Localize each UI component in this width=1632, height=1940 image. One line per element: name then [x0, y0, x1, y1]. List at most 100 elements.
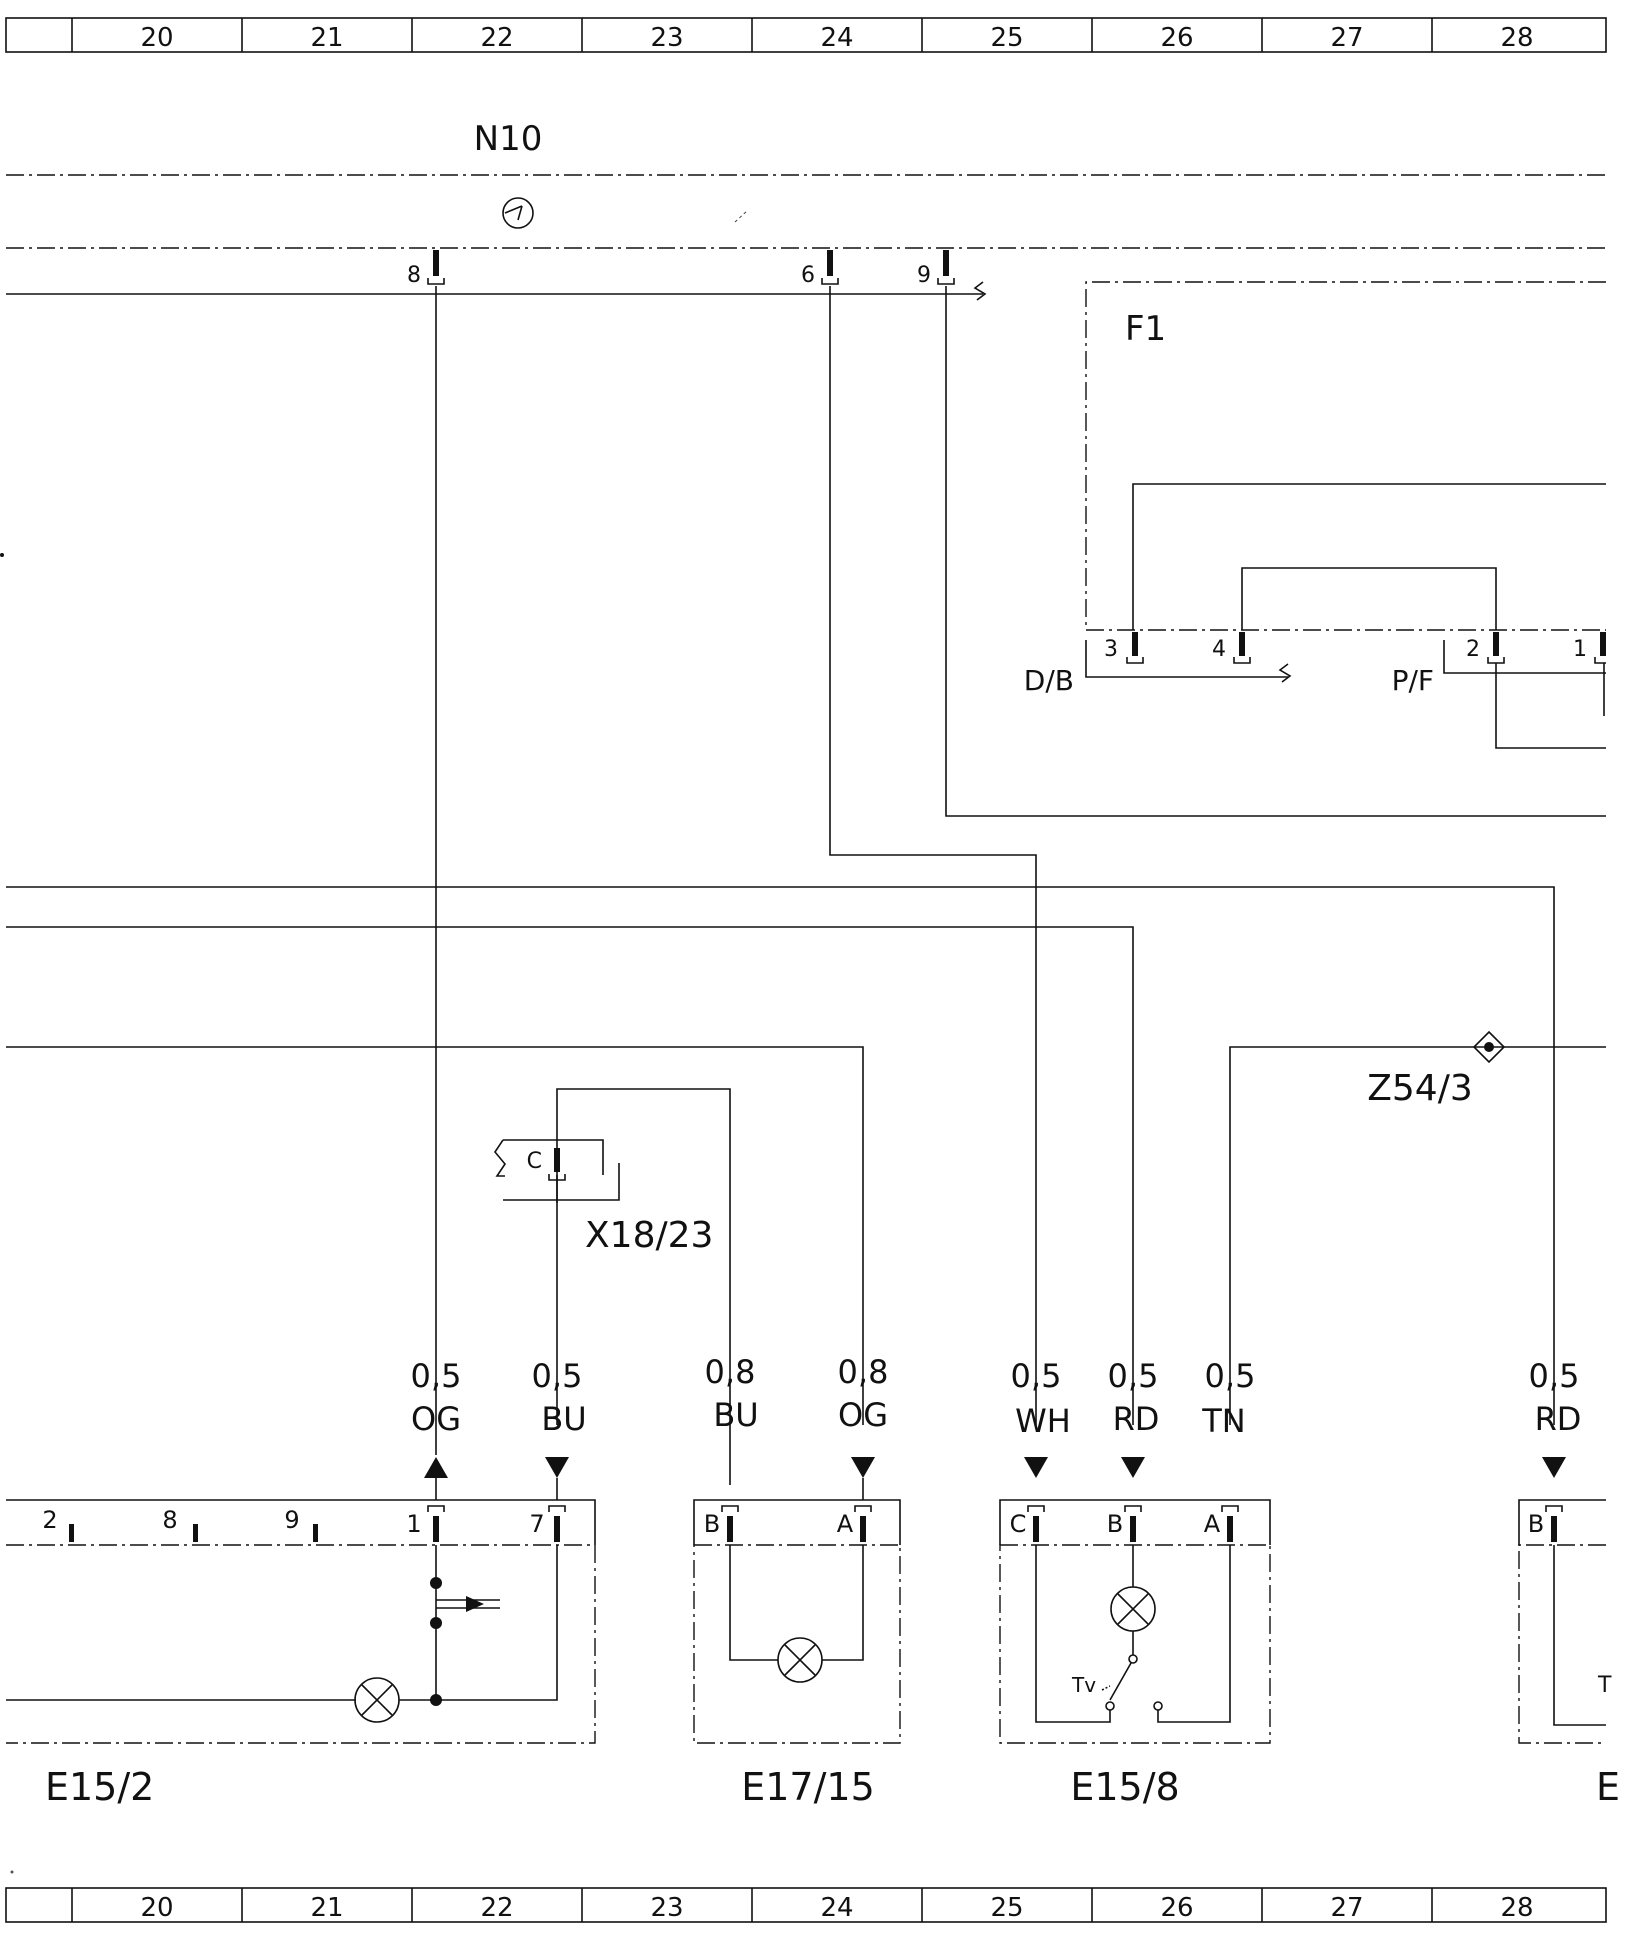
wire-label-5: 0,5 WH [1011, 1357, 1071, 1440]
e15-8-label: E15/8 [1070, 1765, 1179, 1809]
svg-text:RD: RD [1535, 1400, 1582, 1438]
svg-text:2: 2 [1466, 637, 1480, 662]
arrow-down-icon [1121, 1457, 1145, 1478]
top-col-label: 20 [140, 23, 173, 53]
top-col-label: 24 [820, 23, 853, 53]
e-partial-text: T [1597, 1673, 1612, 1698]
n10-pin-9: 9 [917, 250, 955, 288]
svg-text:0,5: 0,5 [1529, 1357, 1580, 1395]
e17-15-pin-a: A [837, 1505, 872, 1542]
e15-8-pin-c: C [1010, 1505, 1045, 1542]
top-col-label: 27 [1330, 23, 1363, 53]
n10-symbol-icon [502, 197, 534, 229]
e15-2-pin-1: 1 [406, 1505, 445, 1542]
e-partial-pin-b: B [1528, 1505, 1563, 1542]
svg-text:RD: RD [1113, 1400, 1160, 1438]
wire-label-8: 0,5 RD [1529, 1357, 1582, 1438]
svg-text:0,5: 0,5 [1205, 1357, 1256, 1395]
wire-label-1: 0,5 OG [411, 1357, 462, 1438]
f1-pin-1: 1 [1573, 632, 1606, 664]
n10-module: N10 8 6 9 [6, 119, 1606, 301]
wire-labels: 0,5 OG 0,5 BU 0,8 BU 0,8 OG 0,5 WH 0,5 R… [411, 1353, 1582, 1440]
arrow-down-icon [1024, 1457, 1048, 1478]
top-col-label: 21 [310, 23, 343, 53]
wire-label-6: 0,5 RD [1108, 1357, 1160, 1438]
z54-3-splice: Z54/3 [1367, 1030, 1506, 1109]
f1-label: F1 [1125, 309, 1166, 349]
bottom-col-label: 21 [310, 1893, 343, 1923]
switch-label: Tv [1071, 1673, 1096, 1697]
svg-text:0,5: 0,5 [532, 1357, 583, 1395]
e17-15-label: E17/15 [741, 1765, 875, 1809]
e15-8-component: C B A Tv E15/8 [999, 1499, 1271, 1809]
e15-2-label: E15/2 [45, 1765, 154, 1809]
bottom-ruler-frame [5, 1887, 1607, 1923]
top-grid-ruler: 20 21 22 23 24 25 26 27 28 [5, 17, 1607, 53]
top-col-label: 22 [480, 23, 513, 53]
n10-pin-6: 6 [801, 250, 839, 288]
top-ruler-frame [5, 17, 1607, 53]
e17-15-component: B A E17/15 [693, 1478, 901, 1809]
svg-text:8: 8 [407, 263, 421, 288]
wire-label-3: 0,8 BU [705, 1353, 759, 1434]
wire-label-2: 0,5 BU [532, 1357, 587, 1438]
arrow-up-icon [424, 1457, 448, 1478]
top-col-label: 23 [650, 23, 683, 53]
f1-db-label: D/B [1024, 664, 1074, 697]
svg-text:OG: OG [411, 1400, 461, 1438]
svg-text:6: 6 [801, 263, 815, 288]
svg-text:BU: BU [541, 1400, 586, 1438]
signal-arrows [424, 1457, 1566, 1478]
svg-text:0,8: 0,8 [705, 1353, 756, 1391]
svg-text:9: 9 [284, 1506, 299, 1534]
svg-text:0,5: 0,5 [411, 1357, 462, 1395]
top-col-label: 26 [1160, 23, 1193, 53]
door-switch-icon [1101, 1662, 1163, 1711]
svg-text:B: B [1528, 1510, 1544, 1538]
bottom-grid-ruler: 20 21 22 23 24 25 26 27 28 [5, 1887, 1607, 1923]
e15-2-component: 2 8 9 1 7 E15/ [6, 1478, 596, 1809]
wire-label-4: 0,8 OG [838, 1353, 889, 1434]
svg-text:2: 2 [42, 1506, 57, 1534]
svg-text:3: 3 [1104, 637, 1118, 662]
e17-15-pin-b: B [704, 1505, 739, 1542]
svg-text:7: 7 [529, 1510, 544, 1538]
e15-2-pin-2: 2 [42, 1506, 74, 1542]
n10-connector-break [973, 281, 987, 301]
bottom-col-label: 20 [140, 1893, 173, 1923]
bottom-col-label: 25 [990, 1893, 1023, 1923]
top-col-label: 25 [990, 23, 1023, 53]
wire-label-7: 0,5 TN [1201, 1357, 1255, 1440]
e15-2-pin-7: 7 [529, 1505, 566, 1542]
x18-23-connector: C X18/23 [494, 1139, 713, 1256]
svg-text:B: B [704, 1510, 720, 1538]
svg-text:BU: BU [713, 1396, 758, 1434]
e-partial-component: B T E [1518, 1499, 1620, 1809]
bottom-col-label: 28 [1500, 1893, 1533, 1923]
svg-text:OG: OG [838, 1396, 888, 1434]
x18-23-pin-c: C [527, 1149, 542, 1174]
f1-pin-4: 4 [1212, 632, 1251, 664]
svg-text:TN: TN [1201, 1402, 1245, 1440]
arrow-down-icon [545, 1457, 569, 1478]
bottom-col-label: 27 [1330, 1893, 1363, 1923]
lamp-icon [354, 1677, 436, 1723]
svg-text:WH: WH [1015, 1402, 1071, 1440]
z54-3-label: Z54/3 [1367, 1068, 1473, 1109]
e15-8-pin-b: B [1107, 1505, 1142, 1542]
svg-text:B: B [1107, 1510, 1123, 1538]
wire-network [6, 286, 1606, 1485]
bottom-col-label: 23 [650, 1893, 683, 1923]
e15-8-pin-a: A [1204, 1505, 1239, 1542]
svg-text:0,8: 0,8 [838, 1353, 889, 1391]
svg-text:4: 4 [1212, 637, 1226, 662]
bottom-col-label: 22 [480, 1893, 513, 1923]
f1-pf-label: P/F [1392, 664, 1434, 697]
arrow-down-icon [1542, 1457, 1566, 1478]
svg-text:0,5: 0,5 [1011, 1357, 1062, 1395]
svg-text:9: 9 [917, 263, 931, 288]
x18-23-label: X18/23 [585, 1215, 713, 1256]
n10-pin-8: 8 [407, 250, 445, 288]
svg-text:A: A [1204, 1510, 1221, 1538]
